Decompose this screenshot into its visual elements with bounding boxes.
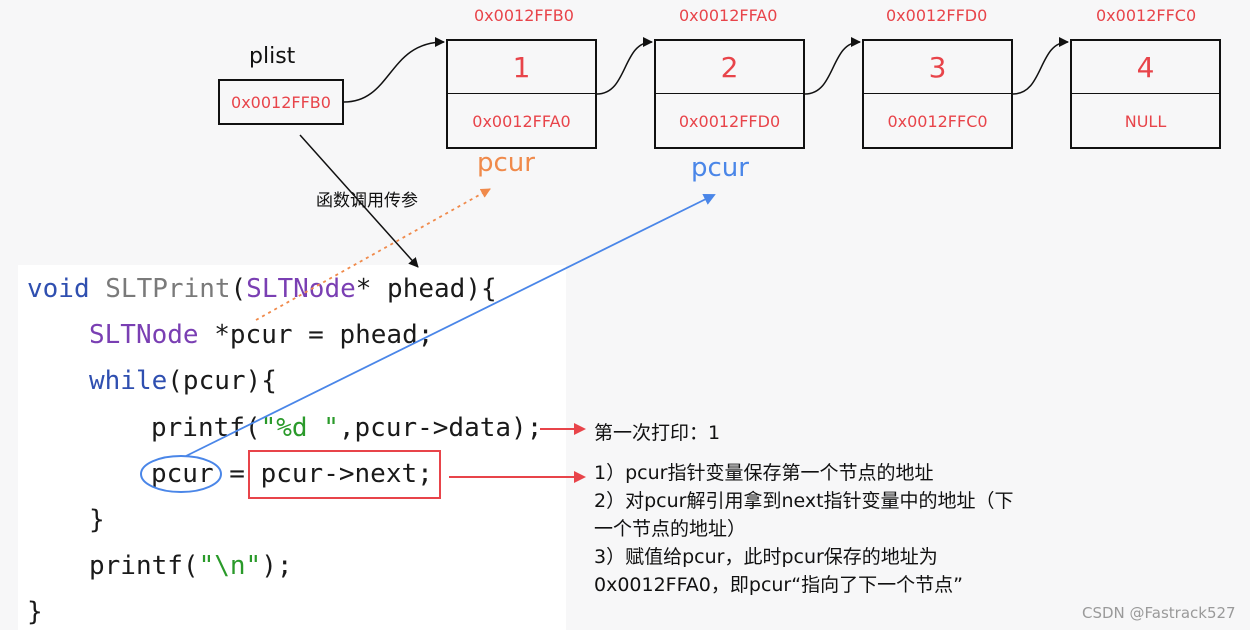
node-4-next: NULL	[1124, 111, 1167, 131]
code-keyword-while: while	[89, 366, 168, 396]
plist-box: 0x0012FFB0	[218, 79, 344, 125]
code-line-6: }	[89, 505, 105, 535]
code-pcur-next: pcur->next;	[260, 459, 433, 489]
code-newline-string: "\n"	[198, 551, 262, 581]
pcur-label-first: pcur	[477, 148, 535, 178]
code-type-sltnode-2: SLTNode	[89, 320, 199, 350]
code-line-7: printf("\n");	[89, 551, 293, 581]
code-keyword-void: void	[27, 274, 90, 304]
node-1-next: 0x0012FFA0	[472, 111, 571, 131]
list-node-1: 1 0x0012FFA0	[446, 39, 597, 149]
note-first-print: 第一次打印：1	[594, 422, 721, 444]
node-2-data: 2	[656, 41, 803, 94]
code-line-4: printf("%d ",pcur->data);	[151, 413, 542, 443]
list-node-3: 3 0x0012FFC0	[862, 39, 1013, 149]
code-printf-2-end: );	[261, 551, 293, 581]
code-line-8: }	[27, 597, 43, 627]
node-1-address: 0x0012FFB0	[474, 6, 574, 25]
watermark: CSDN @Fastrack527	[1082, 604, 1236, 622]
call-note: 函数调用传参	[316, 191, 418, 211]
node-1-data: 1	[448, 41, 595, 94]
code-type-sltnode: SLTNode	[246, 274, 356, 304]
code-printf-2: printf(	[89, 551, 199, 581]
node-3-address: 0x0012FFD0	[886, 6, 988, 25]
node-2-next: 0x0012FFD0	[678, 111, 781, 131]
code-format-string: "%d "	[260, 413, 339, 443]
code-line-3: while(pcur){	[89, 366, 277, 396]
code-paren: (	[230, 274, 247, 304]
link-node2-to-node3	[804, 37, 861, 95]
link-node1-to-node2	[596, 37, 653, 95]
plist-label: plist	[249, 44, 296, 69]
code-function-name: SLTPrint	[105, 274, 231, 304]
link-plist-to-node1	[343, 37, 445, 103]
node-3-next: 0x0012FFC0	[887, 111, 988, 131]
code-equals: =	[213, 459, 261, 489]
code-line-2: SLTNode *pcur = phead;	[89, 320, 433, 350]
code-while-cond: (pcur){	[167, 366, 277, 396]
node-4-data: 4	[1072, 41, 1219, 94]
code-line-1: void SLTPrint(SLTNode* phead){	[27, 274, 497, 304]
node-3-data: 3	[864, 41, 1011, 94]
note-step-3b: 0x0012FFA0，即pcur“指向了下一个节点”	[594, 574, 963, 596]
node-2-address: 0x0012FFA0	[679, 6, 778, 25]
note-step-2a: 2）对pcur解引用拿到next指针变量中的地址（下	[594, 490, 1014, 512]
code-line-5: pcur = pcur->next;	[151, 459, 433, 489]
list-node-2: 2 0x0012FFD0	[654, 39, 805, 149]
note-step-2b: 一个节点的地址）	[594, 518, 747, 540]
code-printf: printf(	[151, 413, 261, 443]
note-step-1: 1）pcur指针变量保存第一个节点的地址	[594, 462, 934, 484]
pcur-label-second: pcur	[691, 153, 749, 183]
code-printf-args: ,pcur->data);	[338, 413, 543, 443]
list-node-4: 4 NULL	[1070, 39, 1221, 149]
link-node3-to-node4	[1012, 37, 1069, 95]
code-params: * phead){	[355, 274, 497, 304]
node-4-address: 0x0012FFC0	[1096, 6, 1197, 25]
code-pcur-lhs: pcur	[151, 459, 214, 489]
code-assign-pcur: *pcur = phead;	[198, 320, 434, 350]
note-step-3a: 3）赋值给pcur，此时pcur保存的地址为	[594, 546, 938, 568]
